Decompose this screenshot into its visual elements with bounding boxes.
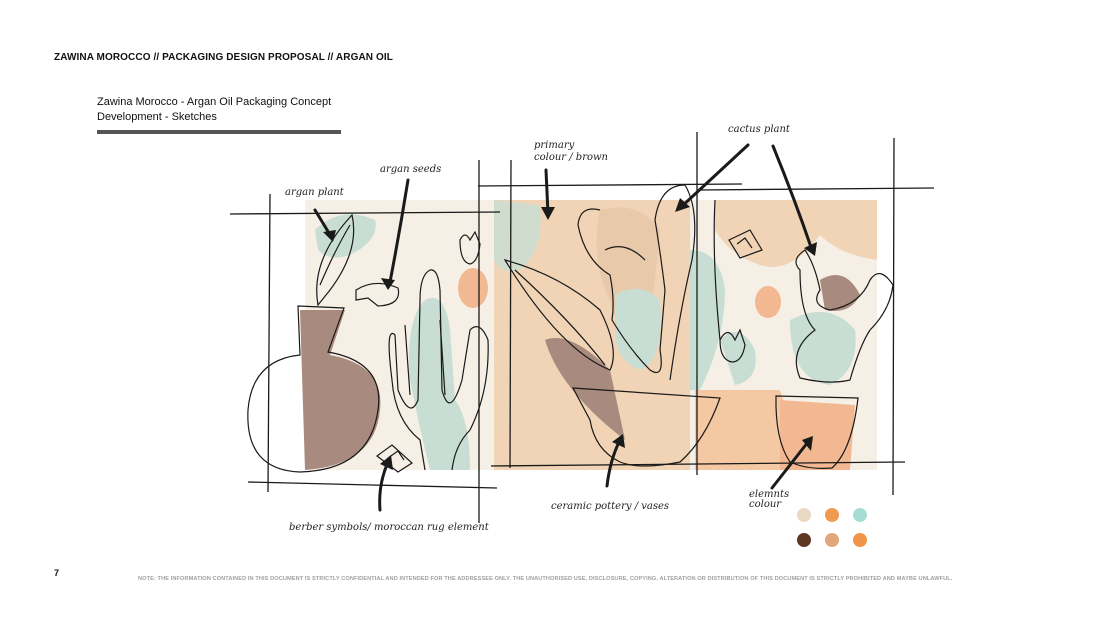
label-ceramic-pottery: ceramic pottery / vases <box>551 501 669 512</box>
arrow-cactus-plant-2 <box>771 144 814 252</box>
label-cactus-plant: cactus plant <box>728 124 791 135</box>
swatch-2 <box>825 508 839 522</box>
page-number: 7 <box>54 568 60 578</box>
page-subtitle: Zawina Morocco - Argan Oil Packaging Con… <box>97 95 357 125</box>
line-drawings <box>247 184 894 473</box>
subtitle-line-1: Zawina Morocco - Argan Oil Packaging Con… <box>97 96 332 108</box>
document-header: ZAWINA MOROCCO // PACKAGING DESIGN PROPO… <box>54 52 393 63</box>
swatch-5 <box>825 533 839 547</box>
swatch-4 <box>797 533 811 547</box>
frame-lines <box>229 132 935 523</box>
subtitle-line-2: Development - Sketches <box>97 111 217 123</box>
arrow-primary-colour <box>544 168 550 216</box>
label-primary-colour-1: primary <box>534 140 575 151</box>
label-argan-plant: argan plant <box>285 187 345 198</box>
confidentiality-note: NOTE: THE INFORMATION CONTAINED IN THIS … <box>138 576 953 582</box>
label-berber-symbols: berber symbols/ moroccan rug element <box>289 522 490 533</box>
label-argan-seeds: argan seeds <box>380 164 441 175</box>
swatch-1 <box>797 508 811 522</box>
subtitle-underline <box>97 130 341 134</box>
arrow-argan-seeds <box>388 178 410 284</box>
label-primary-colour-2: colour / brown <box>534 152 608 163</box>
arrow-elements <box>770 440 810 490</box>
arrow-heads <box>323 198 817 470</box>
swatch-3 <box>853 508 867 522</box>
label-elements-colour-1: elemnts <box>749 489 789 500</box>
label-elements-colour-2: colour <box>749 499 782 510</box>
arrow-cactus-plant-1 <box>678 143 750 210</box>
swatch-6 <box>853 533 867 547</box>
